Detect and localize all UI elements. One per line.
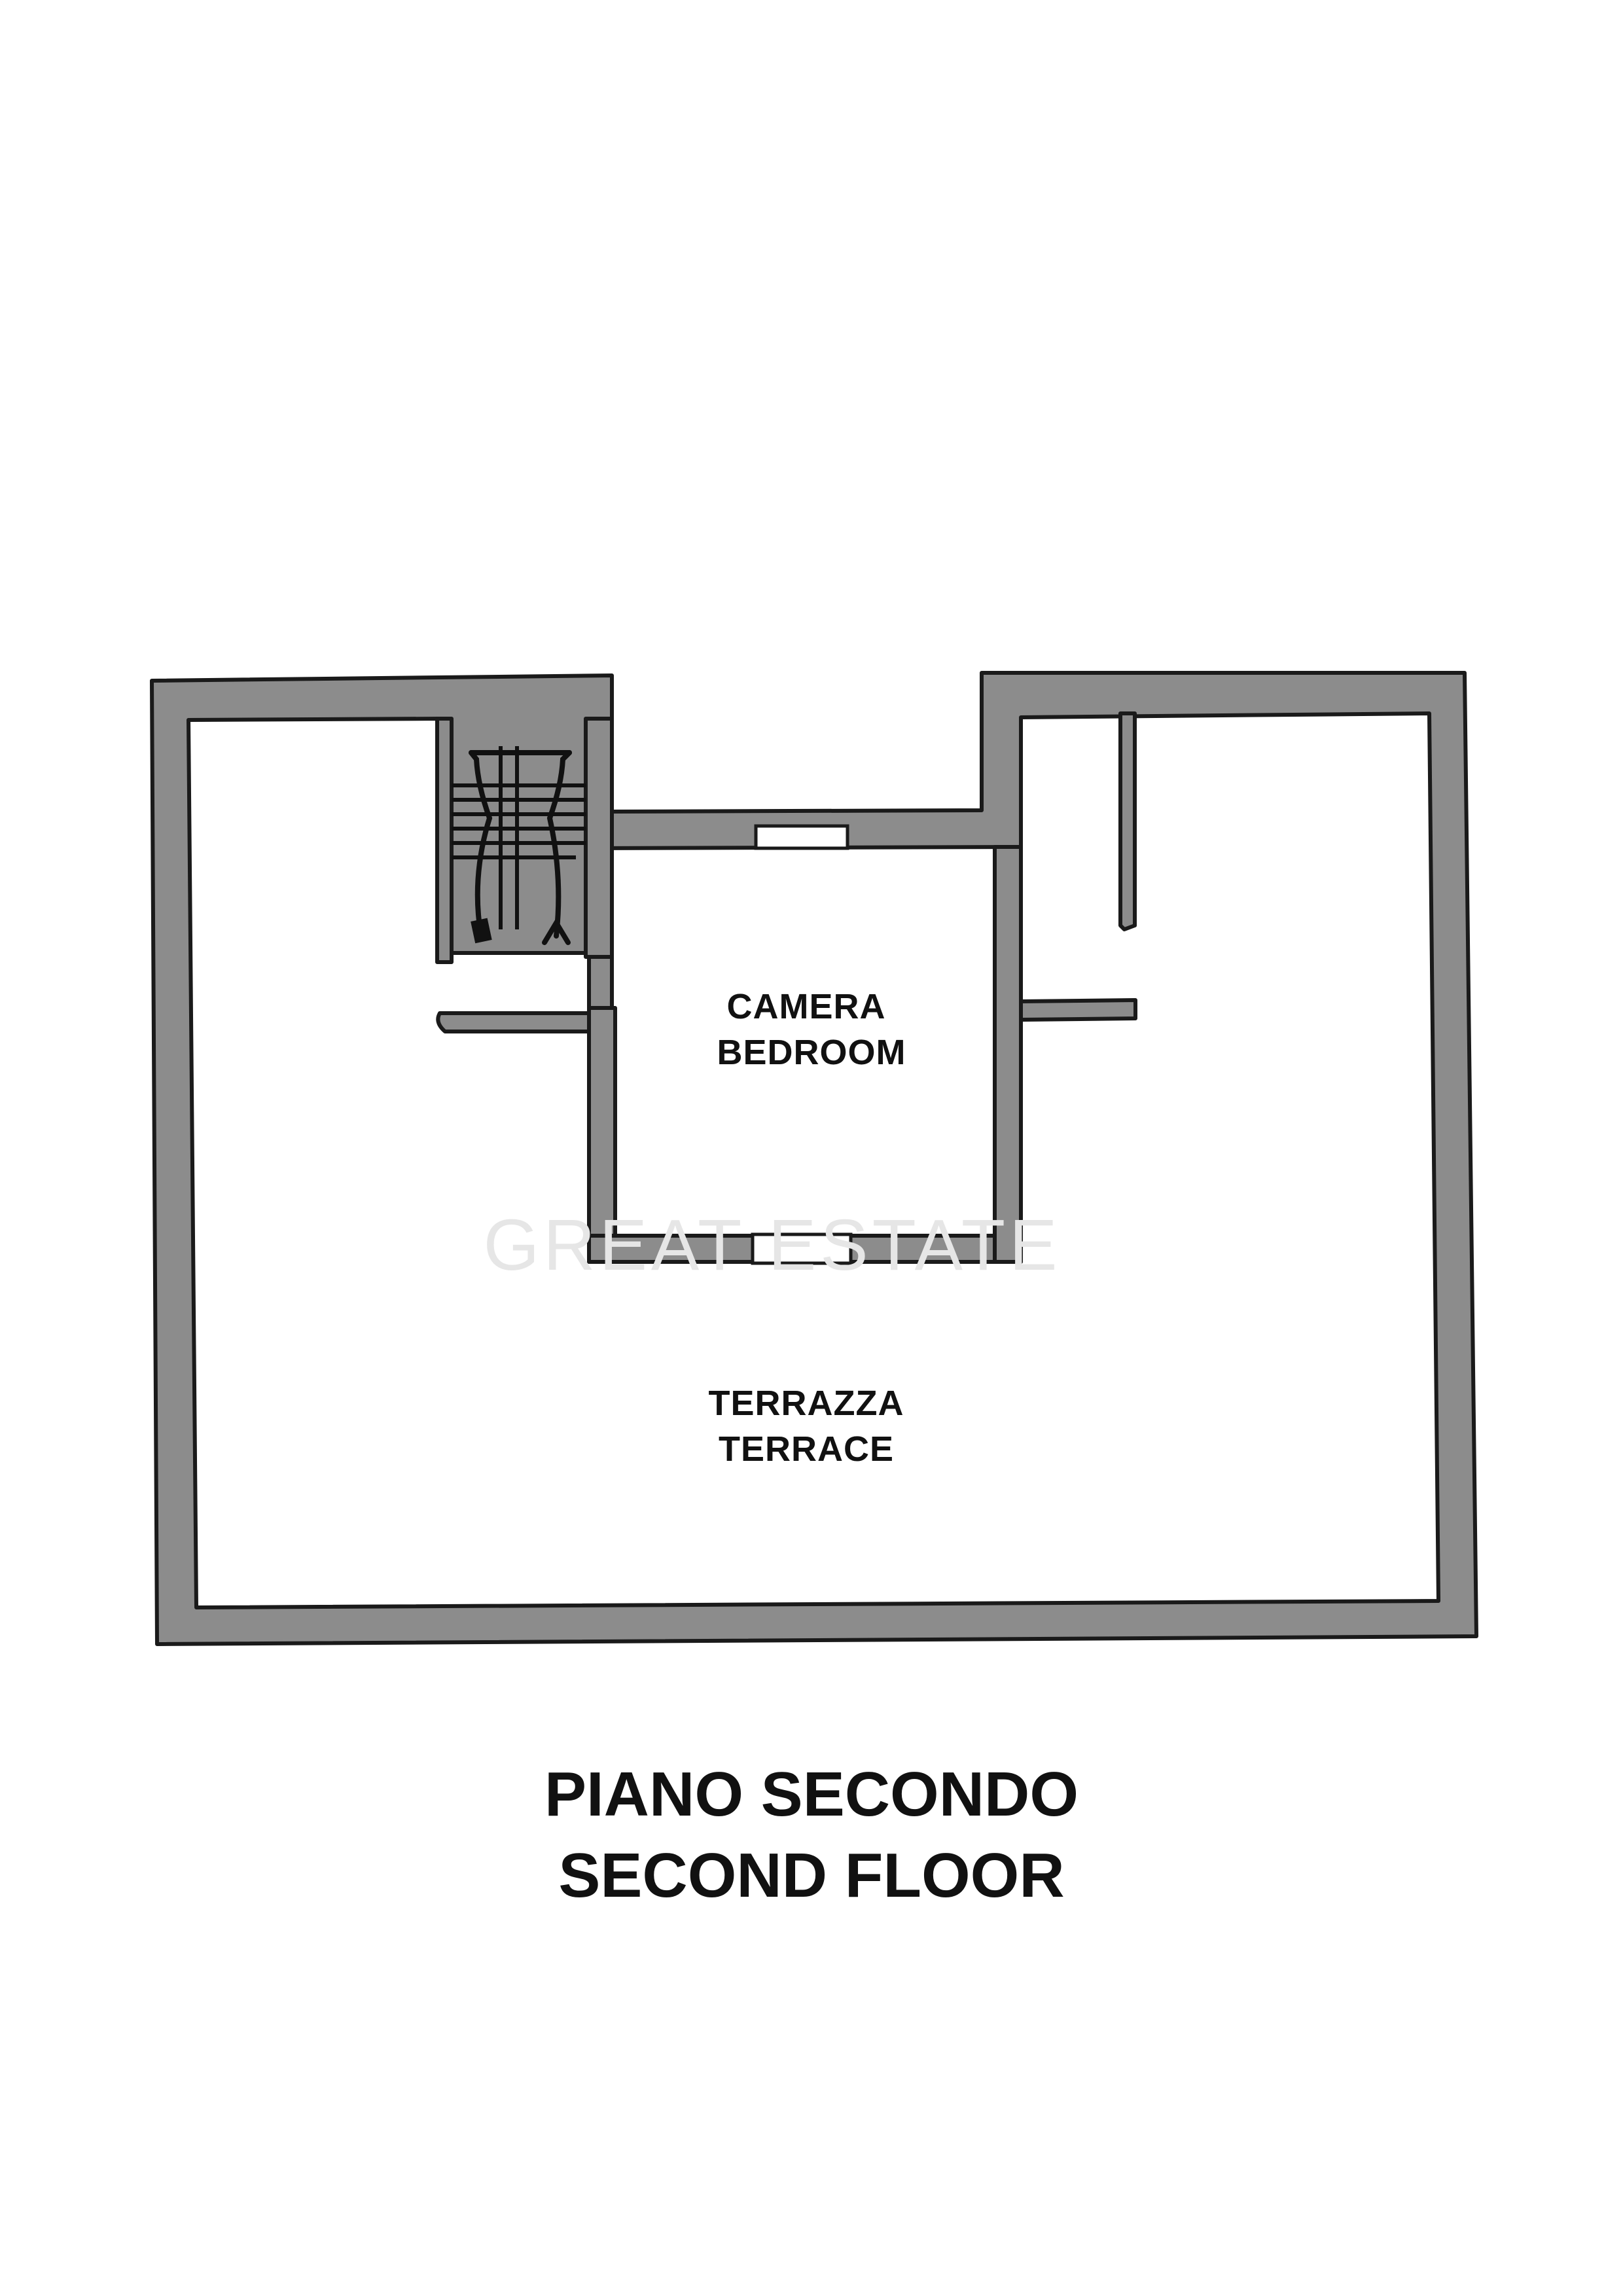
watermark: GREAT ESTATE <box>484 1205 1061 1285</box>
bedroom-right-wall <box>993 845 1023 1264</box>
stair-right-wall <box>584 717 614 959</box>
bedroom-label-en: BEDROOM <box>717 1033 906 1072</box>
stair-left-wall <box>435 717 454 964</box>
stair-arrow-right <box>546 750 572 939</box>
floor-title: PIANO SECONDO SECOND FLOOR <box>0 1754 1623 1916</box>
stair-arrow-left <box>469 750 493 939</box>
bedroom-window-top <box>754 824 849 850</box>
outer-wall <box>150 671 1478 1646</box>
right-partition-stub <box>1019 998 1137 1022</box>
floor-title-it: PIANO SECONDO <box>544 1759 1079 1829</box>
bedroom-window-bottom <box>751 1232 853 1265</box>
floor-title-en: SECOND FLOOR <box>558 1840 1065 1910</box>
terrace-label-it: TERRAZZA <box>709 1384 904 1423</box>
right-vertical-partition <box>1118 711 1137 931</box>
staircase <box>452 746 586 945</box>
bedroom-label-it: CAMERA <box>727 987 886 1026</box>
left-partition-stub <box>436 1011 591 1033</box>
terrace-label-en: TERRACE <box>719 1429 894 1469</box>
